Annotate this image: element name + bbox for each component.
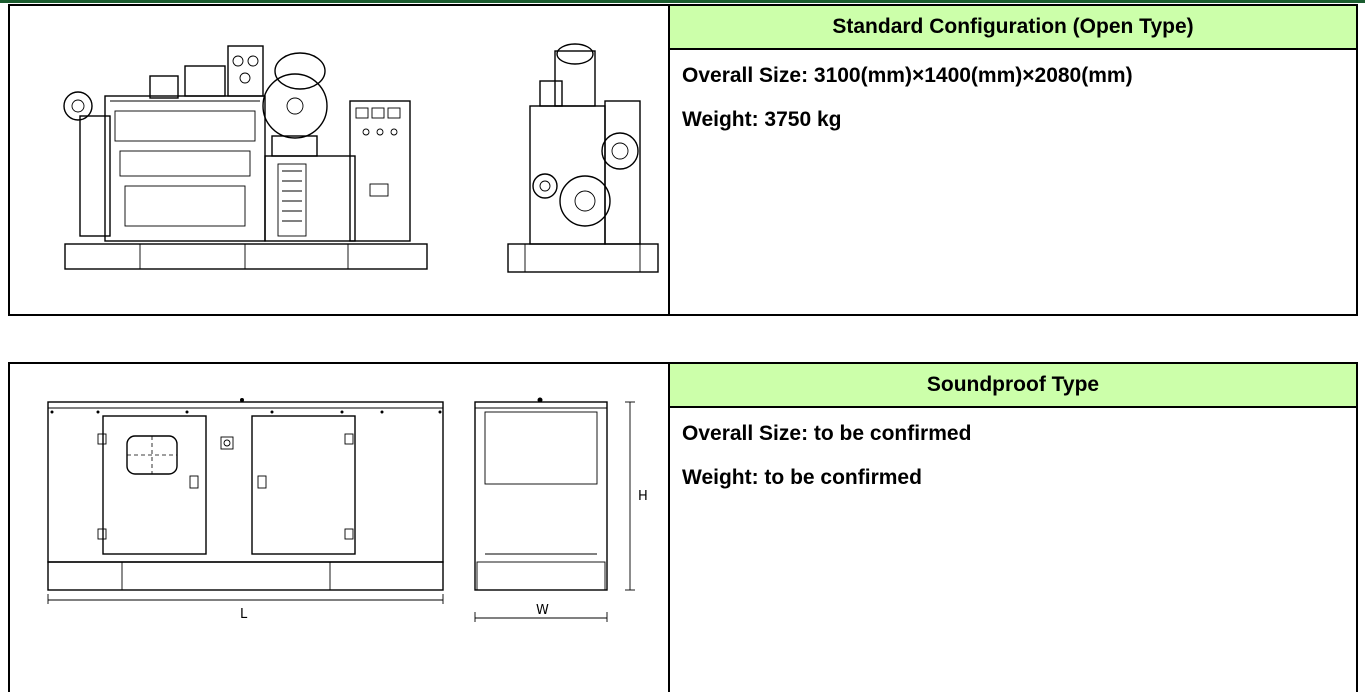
soundproof-genset-drawing-icon: L H W (47, 397, 648, 622)
open-type-overall-size: Overall Size: 3100(mm)×1400(mm)×2080(mm) (682, 64, 1133, 87)
open-type-weight: Weight: 3750 kg (682, 108, 842, 131)
height-dimension-label: H (638, 489, 648, 504)
soundproof-drawing-cell: L H W (10, 364, 670, 692)
length-dimension-label: L (240, 607, 248, 622)
width-dimension-label: W (536, 603, 549, 618)
soundproof-overall-size: Overall Size: to be confirmed (682, 422, 972, 445)
top-border-line (0, 0, 1365, 3)
open-type-spec-table: Standard Configuration (Open Type) Overa… (8, 4, 1358, 316)
soundproof-header: Soundproof Type (670, 364, 1356, 408)
open-type-info-cell: Standard Configuration (Open Type) Overa… (670, 6, 1356, 314)
soundproof-info-cell: Soundproof Type Overall Size: to be conf… (670, 364, 1356, 692)
soundproof-weight: Weight: to be confirmed (682, 466, 922, 489)
soundproof-spec-table: L H W Soundproof Type Overall Size: to b… (8, 362, 1358, 692)
open-type-genset-drawing-icon (63, 43, 659, 273)
open-type-drawing-cell (10, 6, 670, 314)
open-type-header: Standard Configuration (Open Type) (670, 6, 1356, 50)
